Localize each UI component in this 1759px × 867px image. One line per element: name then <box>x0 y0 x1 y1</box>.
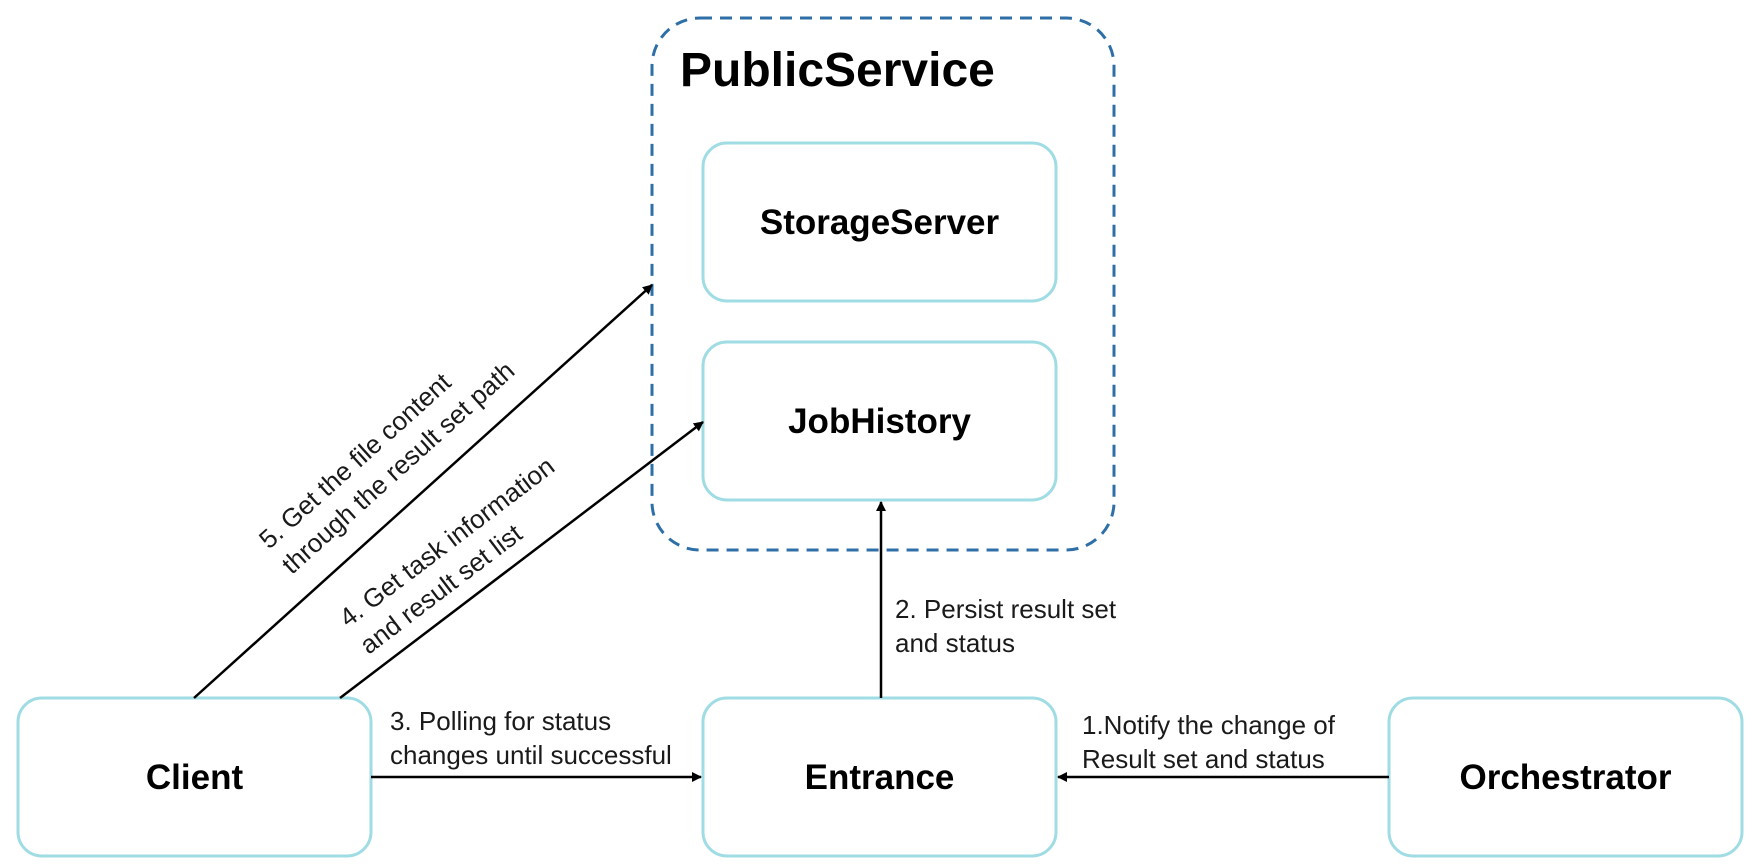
node-orchestrator: Orchestrator <box>1387 696 1744 858</box>
node-entrance-label: Entrance <box>805 758 955 797</box>
node-client: Client <box>16 696 373 858</box>
edge-persist-label-line1: 2. Persist result set <box>895 594 1117 624</box>
node-client-label: Client <box>146 758 244 797</box>
node-storage-server-label: StorageServer <box>760 203 1000 242</box>
edge-get-file-arrow <box>193 284 653 699</box>
edge-get-task-arrow <box>339 421 704 699</box>
node-job-history: JobHistory <box>701 340 1058 502</box>
publicservice-group-border <box>650 16 1116 552</box>
edge-persist-label: 2. Persist result set and status <box>895 594 1123 658</box>
node-storage-server-box <box>701 141 1058 303</box>
edge-persist-label-line2: and status <box>895 628 1015 658</box>
node-job-history-label: JobHistory <box>788 402 971 441</box>
publicservice-group-title: PublicService <box>680 44 995 97</box>
node-entrance: Entrance <box>701 696 1058 858</box>
node-job-history-box <box>701 340 1058 502</box>
edge-notify-label: 1.Notify the change of Result set and st… <box>1082 710 1342 774</box>
edge-polling-label-line1: 3. Polling for status <box>390 706 611 736</box>
edge-polling-label-line2: changes until successful <box>390 740 672 770</box>
edge-polling-label: 3. Polling for status changes until succ… <box>390 706 672 770</box>
publicservice-group: PublicService <box>650 16 1116 552</box>
node-storage-server: StorageServer <box>701 141 1058 303</box>
node-entrance-box <box>701 696 1058 858</box>
node-orchestrator-label: Orchestrator <box>1459 758 1671 797</box>
edge-notify-label-line2: Result set and status <box>1082 744 1325 774</box>
edge-notify-label-line1: 1.Notify the change of <box>1082 710 1336 740</box>
